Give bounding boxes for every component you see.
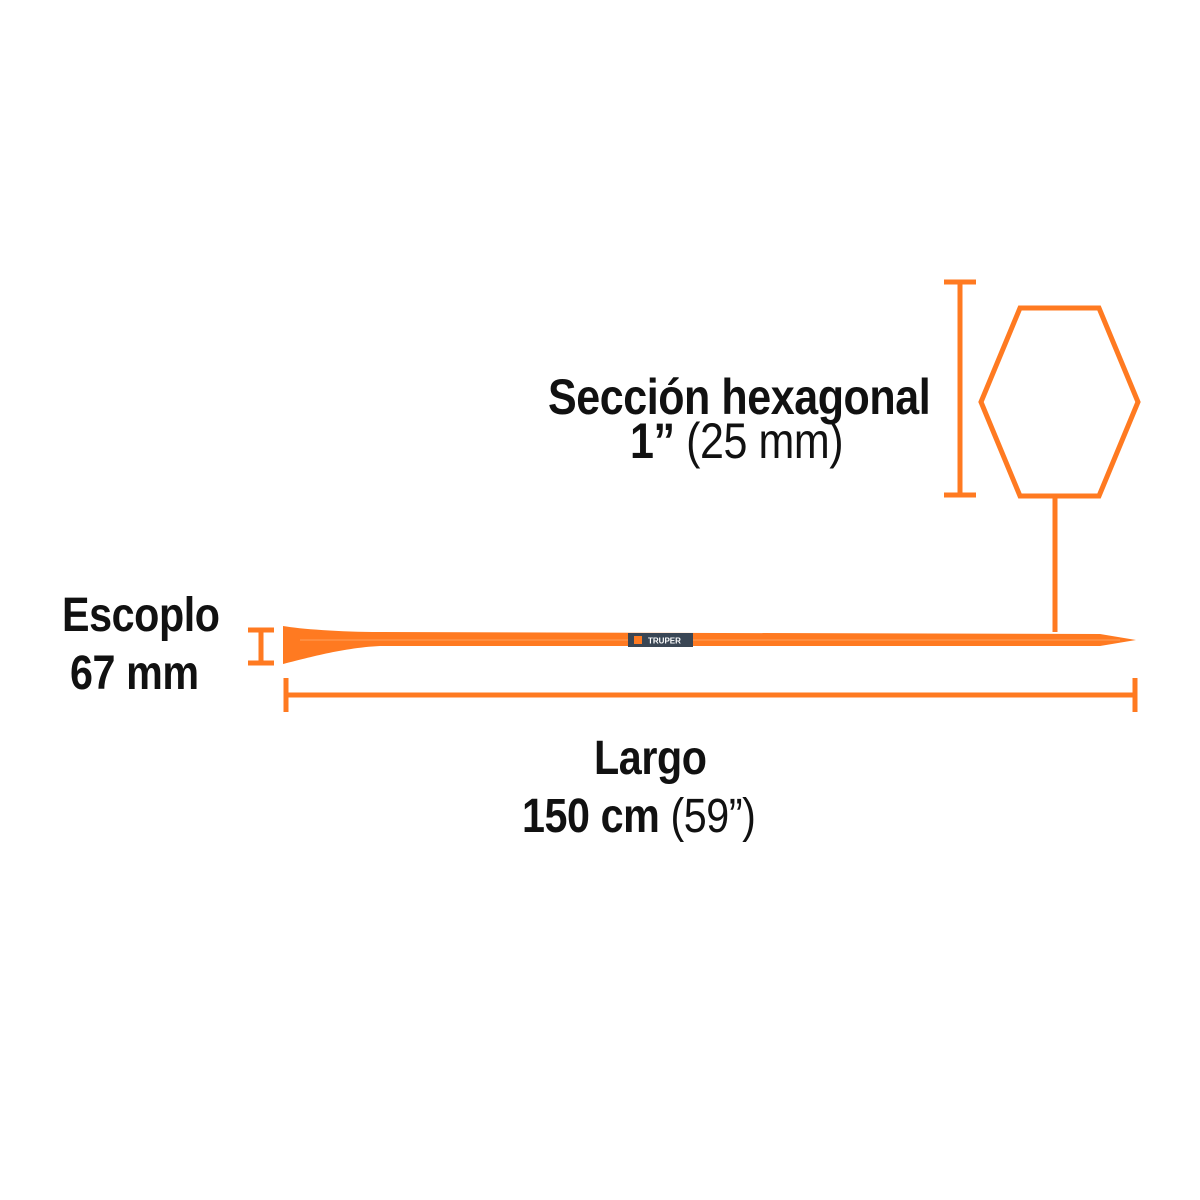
pry-bar-body (283, 626, 1136, 664)
brand-logo-icon (634, 636, 642, 644)
section-size-mm: (25 mm) (674, 413, 844, 469)
section-size-inches: 1” (630, 413, 675, 469)
chisel-title: Escoplo (62, 589, 220, 642)
hexagon-section-icon (978, 305, 1141, 499)
section-title: Sección hexagonal (548, 369, 931, 425)
brand-label-band: TRUPER (628, 633, 693, 647)
chisel-width-bracket (248, 627, 274, 666)
length-title: Largo (594, 732, 707, 785)
length-size: 150 cm (59”) (522, 790, 756, 843)
chisel-size: 67 mm (70, 647, 199, 700)
hexagon-height-bracket (944, 279, 976, 498)
brand-label-text: TRUPER (648, 637, 681, 646)
length-size-cm: 150 cm (522, 790, 660, 843)
section-size: 1” (25 mm) (630, 413, 844, 469)
pry-bar: TRUPER (283, 626, 1136, 664)
length-size-inches: (59”) (659, 790, 756, 843)
length-dimension-line (283, 678, 1138, 712)
